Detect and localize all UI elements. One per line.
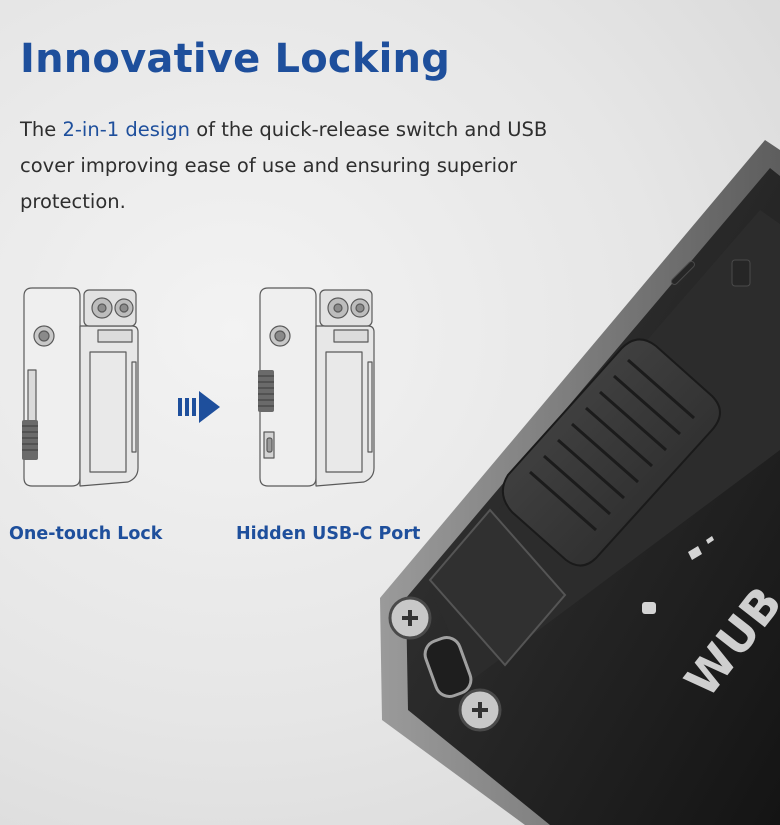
description-after: of the quick-release switch and USB cove… <box>20 118 548 213</box>
caption-hidden-usb-c-port: Hidden USB-C Port <box>236 524 421 544</box>
caption-one-touch-lock: One-touch Lock <box>9 524 163 544</box>
description-highlight: 2-in-1 design <box>62 118 191 141</box>
description: The 2-in-1 design of the quick-release s… <box>20 112 580 220</box>
device-illustration-unlocked <box>258 287 375 487</box>
description-before: The <box>20 118 63 141</box>
product-closeup: WUB <box>380 140 780 825</box>
page-title: Innovative Locking <box>20 36 451 82</box>
device-illustration-locked <box>22 287 139 487</box>
triple-bar-arrow-icon <box>178 391 220 423</box>
